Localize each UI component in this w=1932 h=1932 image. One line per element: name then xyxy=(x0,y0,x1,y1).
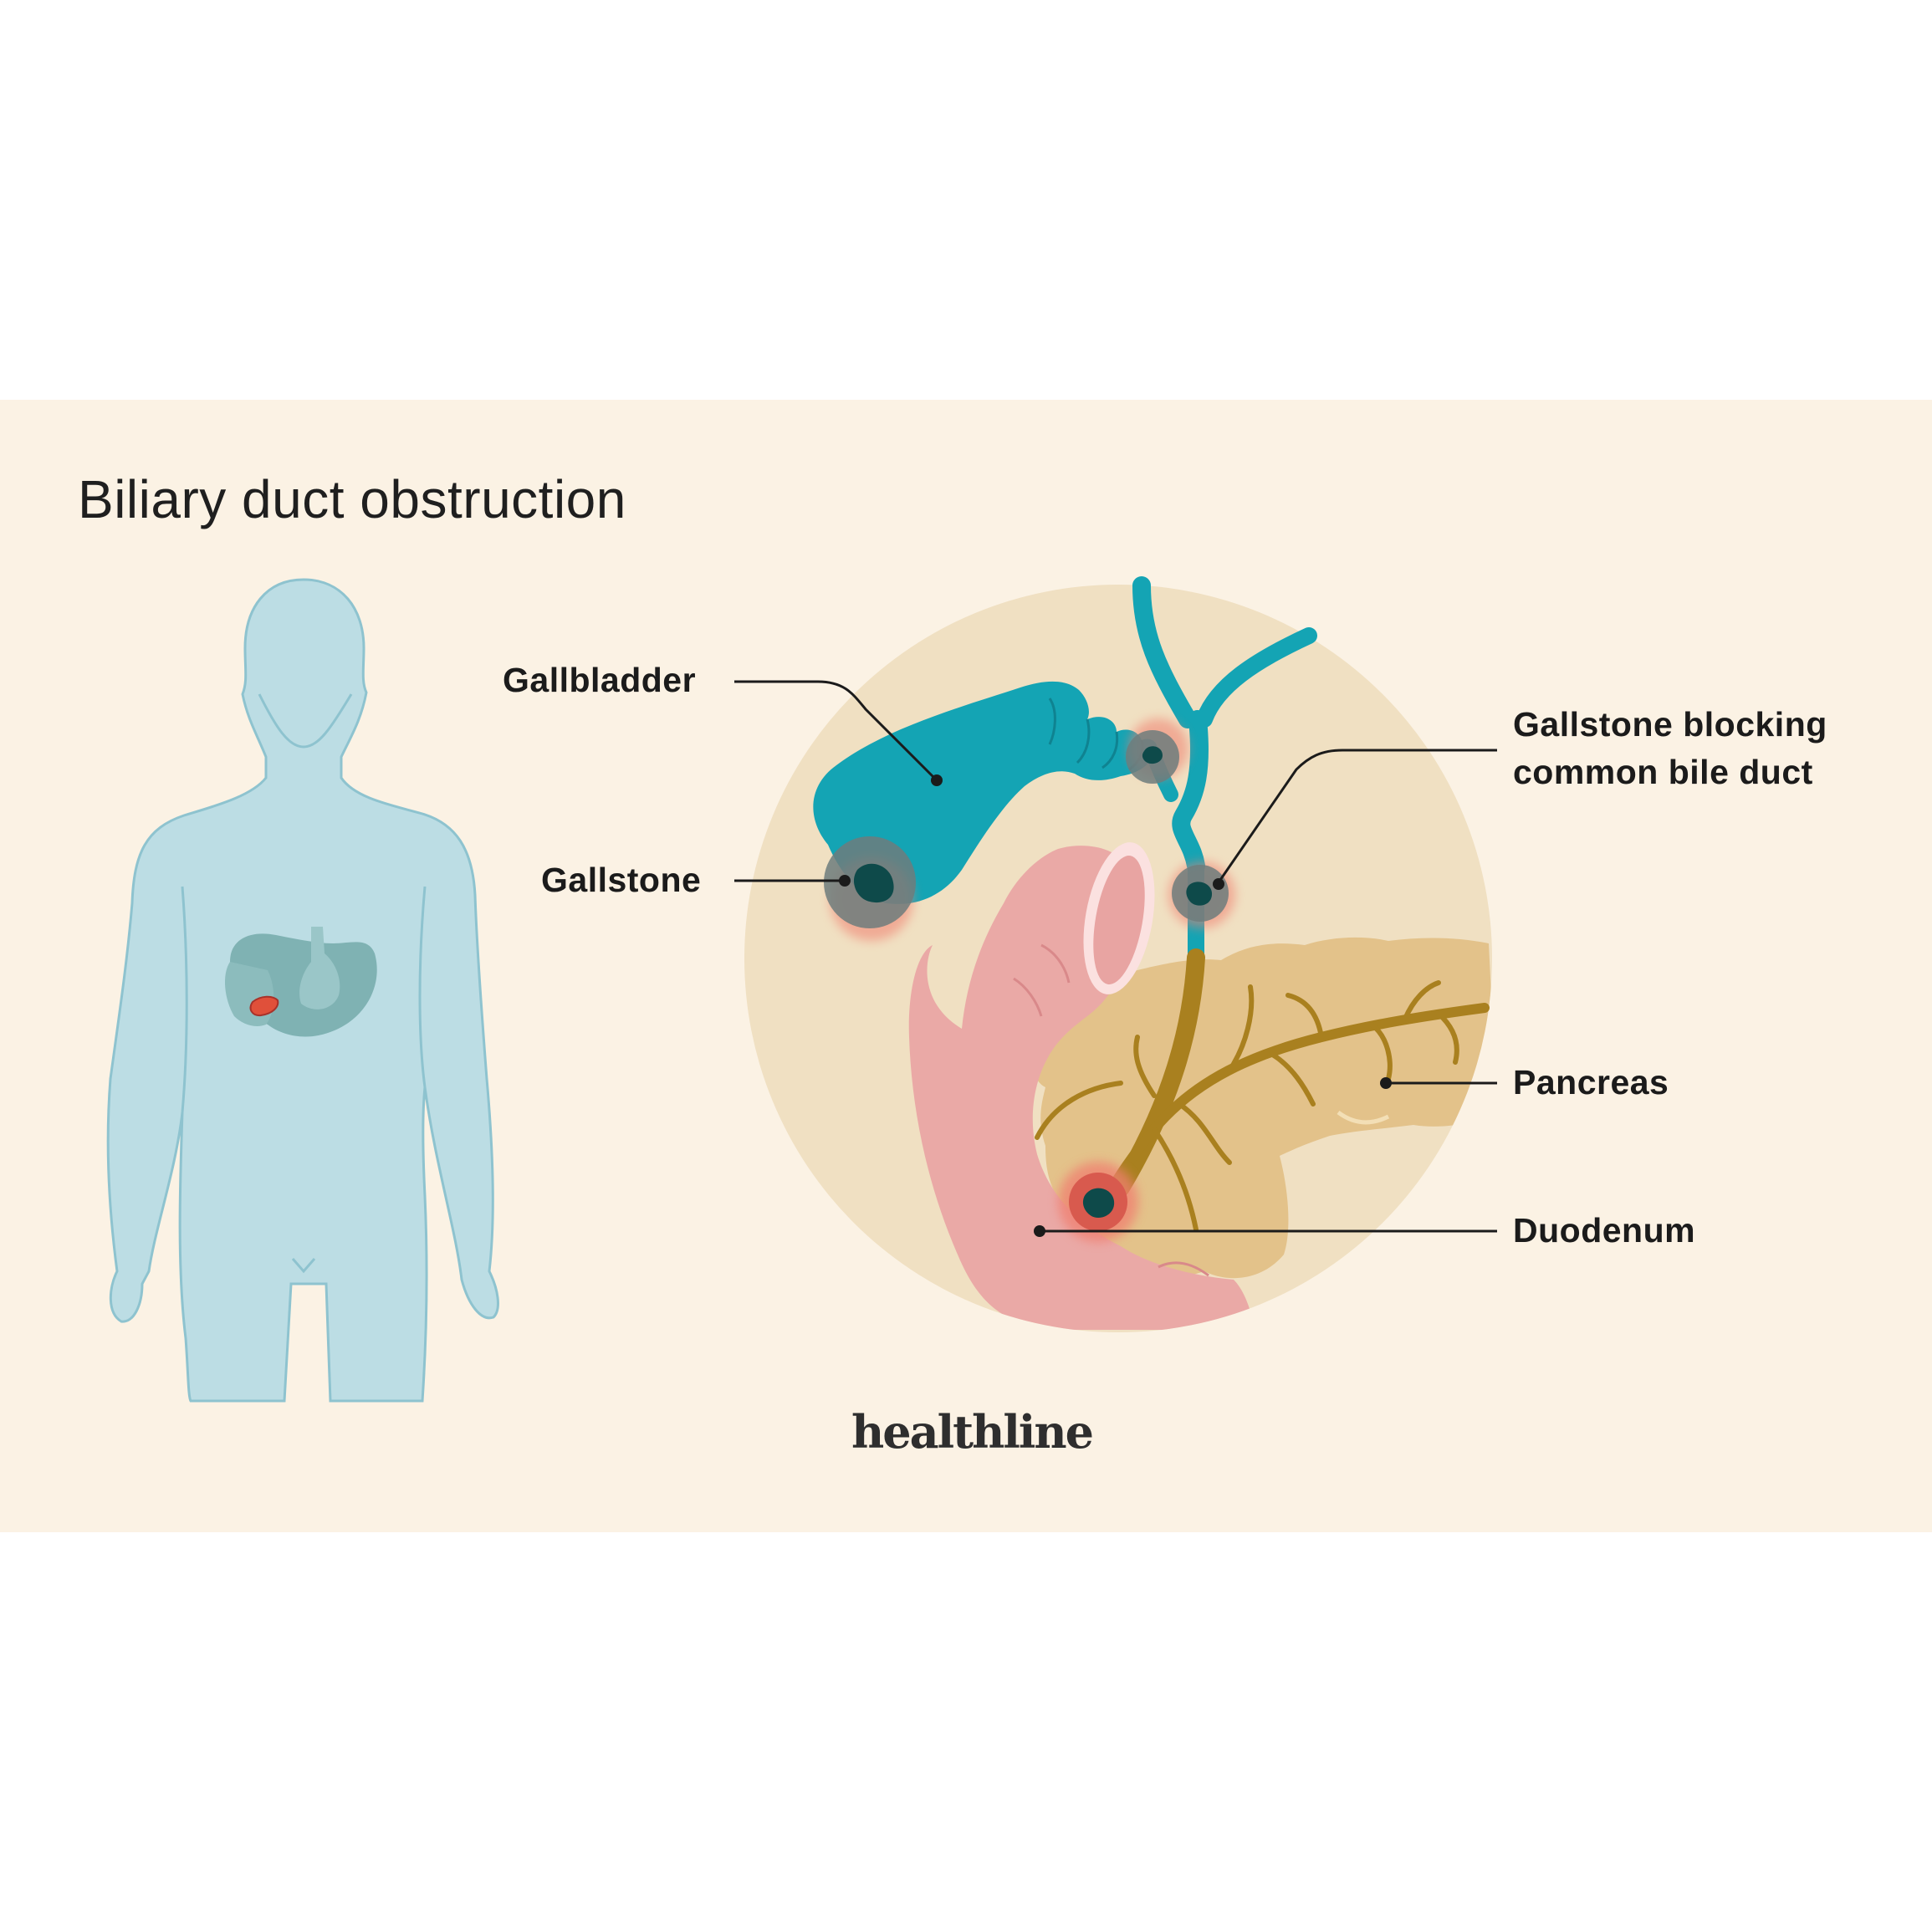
pancreas-highlight xyxy=(1337,1110,1390,1125)
navel-mark xyxy=(291,1258,316,1274)
pancreatic-duct xyxy=(1035,948,1490,1232)
left-arm-line xyxy=(181,886,188,1113)
duodenum-fold xyxy=(1158,1261,1209,1277)
duct-branch xyxy=(1133,1035,1157,1098)
gallstone-icon xyxy=(1082,1188,1115,1218)
gallstone-icon xyxy=(1142,746,1163,764)
label-gallstone-blocking-line2: common bile duct xyxy=(1513,753,1813,791)
duct-branch xyxy=(1369,1022,1393,1081)
duct-branch xyxy=(1269,1051,1316,1107)
hepatic-duct-right xyxy=(1196,627,1317,728)
gallbladder-icon xyxy=(249,995,279,1017)
leader-blocking xyxy=(1217,749,1497,883)
chin-line xyxy=(258,693,353,749)
duct-branch xyxy=(1227,984,1255,1073)
common-hepatic-duct xyxy=(1172,710,1209,875)
diagram-title: Biliary duct obstruction xyxy=(78,469,626,529)
duodenum-fold xyxy=(1013,977,1043,1017)
label-pancreas: Pancreas xyxy=(1513,1063,1669,1101)
hepatic-duct-left xyxy=(1132,576,1197,728)
leader-lines xyxy=(734,680,1497,1233)
duodenum-opening-inner xyxy=(1093,856,1145,984)
magnified-view xyxy=(744,576,1492,1332)
leader-dots xyxy=(839,774,1392,1237)
gallstone-in-gallbladder xyxy=(824,836,916,941)
label-gallstone-blocking-line1: Gallstone blocking xyxy=(1513,705,1827,744)
right-arm-line xyxy=(418,886,427,1088)
leader-gallbladder xyxy=(734,680,938,782)
gallstone-icon xyxy=(1186,882,1213,906)
label-gallbladder: Gallbladder xyxy=(503,661,697,699)
duct-branch xyxy=(1177,1101,1232,1165)
label-gallstone: Gallstone xyxy=(541,861,702,899)
label-duodenum: Duodenum xyxy=(1513,1211,1696,1250)
duct-branch xyxy=(1035,1081,1123,1140)
duct-branch xyxy=(1285,993,1324,1040)
human-body-figure xyxy=(106,578,499,1403)
healthline-logo: healthline xyxy=(851,1405,1094,1459)
duct-branch xyxy=(1152,1127,1199,1232)
gallstone-icon xyxy=(853,863,894,903)
stomach-icon xyxy=(299,927,340,1009)
gallstone-at-ampulla xyxy=(1058,1162,1138,1242)
duodenum-shape xyxy=(908,846,1255,1330)
gallstone-in-cystic-duct xyxy=(1126,718,1188,784)
duodenum-fold xyxy=(1040,943,1071,984)
duct-branch xyxy=(1436,1011,1459,1065)
duct-branch xyxy=(1403,980,1441,1021)
